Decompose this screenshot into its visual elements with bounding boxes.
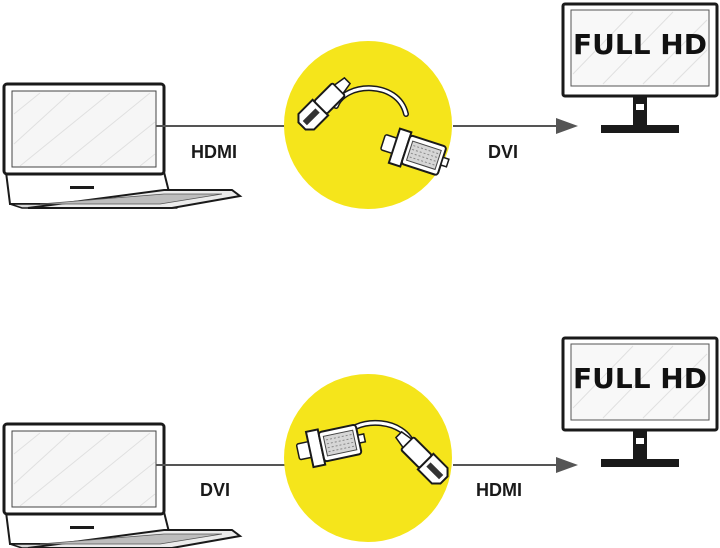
row-1	[2, 2, 719, 210]
monitor-icon	[561, 2, 719, 135]
arrow-head-icon	[556, 118, 578, 134]
row-2	[2, 336, 719, 548]
adapter-circle	[284, 374, 452, 542]
input-label: DVI	[200, 480, 231, 500]
dvi-to-hdmi-adapter-icon	[293, 419, 453, 489]
monitor-screen-text: FULL HD	[573, 28, 707, 61]
output-label: DVI	[488, 142, 519, 162]
input-label: HDMI	[191, 142, 237, 162]
arrow-head-icon	[556, 457, 578, 473]
hdmi-to-dvi-adapter-icon	[293, 71, 455, 182]
output-label: HDMI	[476, 480, 522, 500]
monitor-icon	[561, 336, 719, 469]
monitor-screen-text: FULL HD	[573, 362, 707, 395]
